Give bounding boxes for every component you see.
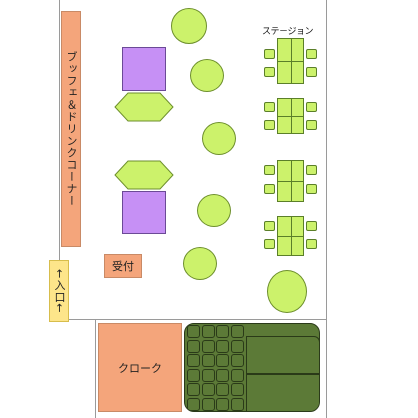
round-table [190, 59, 224, 92]
chair [264, 239, 275, 249]
seat [187, 354, 200, 367]
seating-block [246, 336, 319, 374]
seat [187, 325, 200, 338]
reception-label: 受付 [112, 260, 134, 273]
chair [306, 184, 317, 194]
seat [201, 325, 215, 338]
round-table [183, 247, 217, 280]
square-table [122, 47, 166, 91]
hexagon-table [114, 160, 174, 190]
seat [230, 368, 244, 382]
seat [230, 339, 244, 353]
buffet-drink-corner: ブッフェ＆ドリンクコーナー [61, 11, 81, 247]
seating-block [246, 374, 319, 411]
seat [201, 368, 215, 382]
station-table [277, 216, 304, 256]
round-table [171, 8, 207, 44]
chair [264, 102, 275, 112]
seat [201, 339, 215, 353]
seat [216, 397, 229, 411]
chair [264, 49, 275, 59]
seat [230, 325, 244, 338]
station-table [277, 160, 304, 202]
round-table [197, 194, 231, 227]
station-table [277, 98, 304, 134]
round-table [267, 270, 307, 313]
round-table [202, 122, 236, 155]
seat [216, 325, 229, 338]
entrance-label: ←入口← [53, 268, 66, 314]
chair [306, 165, 317, 175]
chair [306, 49, 317, 59]
cloak-label: クローク [118, 361, 162, 375]
seat [230, 397, 244, 411]
seating-area [184, 323, 320, 412]
seat [187, 383, 200, 396]
seat [216, 368, 229, 382]
chair [264, 120, 275, 130]
chair [306, 102, 317, 112]
seat [216, 339, 229, 353]
seat [187, 397, 200, 411]
chair [264, 221, 275, 231]
seat [230, 383, 244, 396]
seat [216, 354, 229, 367]
buffet-label: ブッフェ＆ドリンクコーナー [65, 51, 78, 207]
chair [306, 67, 317, 77]
station-table [277, 38, 304, 84]
chair [264, 165, 275, 175]
seat [201, 354, 215, 367]
chair [306, 239, 317, 249]
cloakroom: クローク [98, 323, 182, 412]
seat [201, 397, 215, 411]
seat [201, 383, 215, 396]
seat [187, 339, 200, 353]
lower-area-outline [95, 320, 327, 418]
chair [264, 67, 275, 77]
chair [306, 221, 317, 231]
chair [264, 184, 275, 194]
chair [306, 120, 317, 130]
station-label: ステ－ジョン [262, 27, 314, 37]
hexagon-table [114, 92, 174, 122]
entrance: ←入口← [49, 260, 69, 322]
seat [216, 383, 229, 396]
reception-desk: 受付 [104, 254, 142, 278]
seat [187, 368, 200, 382]
square-table [122, 191, 166, 234]
seat [230, 354, 244, 367]
